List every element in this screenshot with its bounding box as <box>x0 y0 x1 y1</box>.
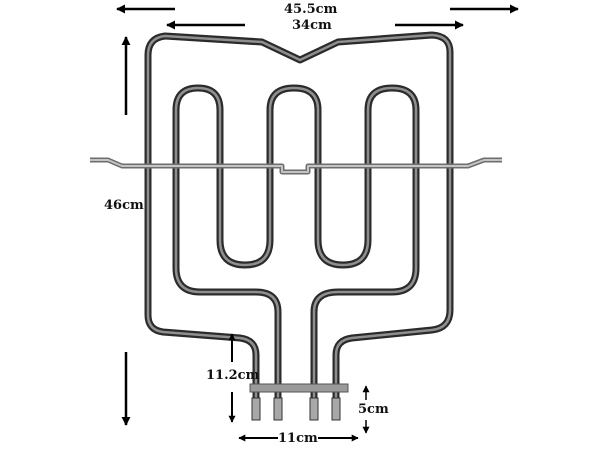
terminal-plate <box>249 383 349 393</box>
terminal-1 <box>251 397 261 421</box>
inner-serpentine-loop <box>172 84 420 409</box>
outer-heating-loop <box>144 31 454 409</box>
terminal-spacing-label: 11cm <box>278 431 318 446</box>
terminal-3 <box>309 397 319 421</box>
support-bracket <box>90 157 502 175</box>
height-label: 46cm <box>104 198 144 213</box>
terminal-2 <box>273 397 283 421</box>
leg-height-label: 11.2cm <box>206 368 260 383</box>
overall-width-label: 45.5cm <box>284 2 338 17</box>
terminal-4 <box>331 397 341 421</box>
dimension-arrows <box>116 4 519 442</box>
terminals <box>251 397 341 421</box>
inner-width-label: 34cm <box>292 18 332 33</box>
terminal-length-label: 5cm <box>358 402 389 417</box>
